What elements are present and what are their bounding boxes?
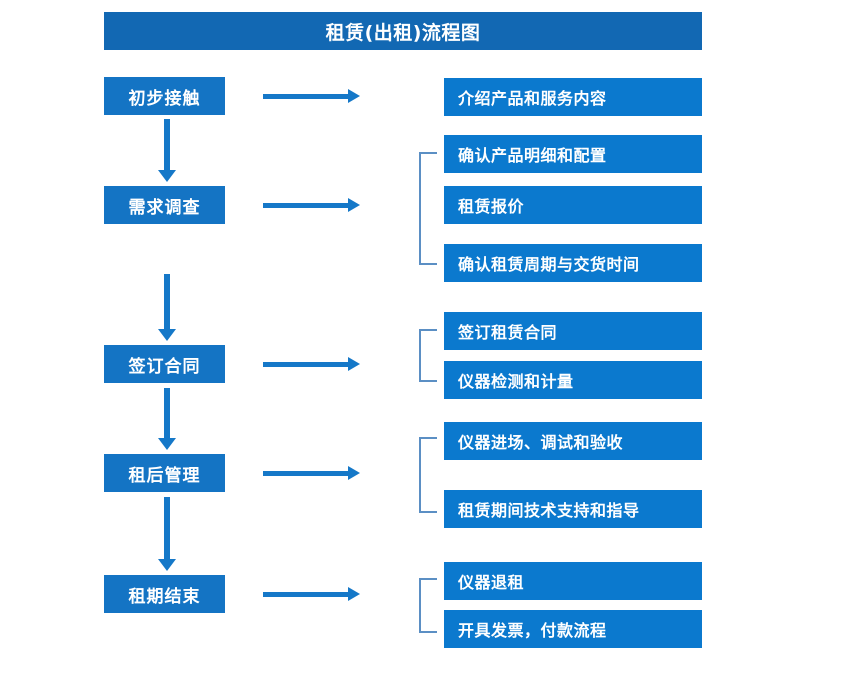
arrow-head-icon [158, 329, 176, 341]
horizontal-arrow-mgmt [263, 466, 360, 480]
group-bracket-lease-end [419, 578, 437, 633]
detail-box-confirm-period-delivery[interactable]: 确认租赁周期与交货时间 [444, 244, 702, 282]
stage-box-sign-contract[interactable]: 签订合同 [104, 345, 225, 383]
horizontal-arrow-contact [263, 89, 360, 103]
horizontal-arrow-survey [263, 198, 360, 212]
stage-box-initial-contact[interactable]: 初步接触 [104, 77, 225, 115]
group-bracket-survey [419, 152, 437, 265]
group-bracket-mgmt [419, 437, 437, 513]
detail-box-intro-products[interactable]: 介绍产品和服务内容 [444, 78, 702, 116]
horizontal-arrow-lease-end [263, 587, 360, 601]
arrow-head-icon [158, 438, 176, 450]
vertical-arrow-mgmt-to-lease-end [158, 497, 176, 571]
group-bracket-contract [419, 329, 437, 382]
arrow-shaft [263, 471, 349, 476]
detail-box-instrument-inspection[interactable]: 仪器检测和计量 [444, 361, 702, 399]
arrow-shaft [263, 362, 349, 367]
arrow-head-icon [348, 357, 360, 371]
detail-box-rental-quote[interactable]: 租赁报价 [444, 186, 702, 224]
arrow-head-icon [158, 559, 176, 571]
arrow-shaft [164, 388, 170, 438]
arrow-shaft [164, 274, 170, 329]
arrow-shaft [263, 203, 349, 208]
stage-box-post-rent-mgmt[interactable]: 租后管理 [104, 454, 225, 492]
arrow-head-icon [348, 89, 360, 103]
stage-box-demand-survey[interactable]: 需求调查 [104, 186, 225, 224]
arrow-shaft [164, 119, 170, 170]
horizontal-arrow-contract [263, 357, 360, 371]
arrow-head-icon [158, 170, 176, 182]
arrow-shaft [263, 94, 349, 99]
detail-box-instrument-onsite[interactable]: 仪器进场、调试和验收 [444, 422, 702, 460]
arrow-head-icon [348, 198, 360, 212]
detail-box-technical-support[interactable]: 租赁期间技术支持和指导 [444, 490, 702, 528]
stage-box-lease-end[interactable]: 租期结束 [104, 575, 225, 613]
page-title: 租赁(出租)流程图 [104, 12, 702, 50]
detail-box-sign-rental-contract[interactable]: 签订租赁合同 [444, 312, 702, 350]
detail-box-invoice-payment[interactable]: 开具发票，付款流程 [444, 610, 702, 648]
arrow-head-icon [348, 466, 360, 480]
vertical-arrow-contact-to-survey [158, 119, 176, 182]
vertical-arrow-survey-to-contract [158, 274, 176, 341]
detail-box-instrument-return[interactable]: 仪器退租 [444, 562, 702, 600]
arrow-head-icon [348, 587, 360, 601]
vertical-arrow-contract-to-mgmt [158, 388, 176, 450]
arrow-shaft [263, 592, 349, 597]
arrow-shaft [164, 497, 170, 559]
detail-box-confirm-spec-config[interactable]: 确认产品明细和配置 [444, 135, 702, 173]
